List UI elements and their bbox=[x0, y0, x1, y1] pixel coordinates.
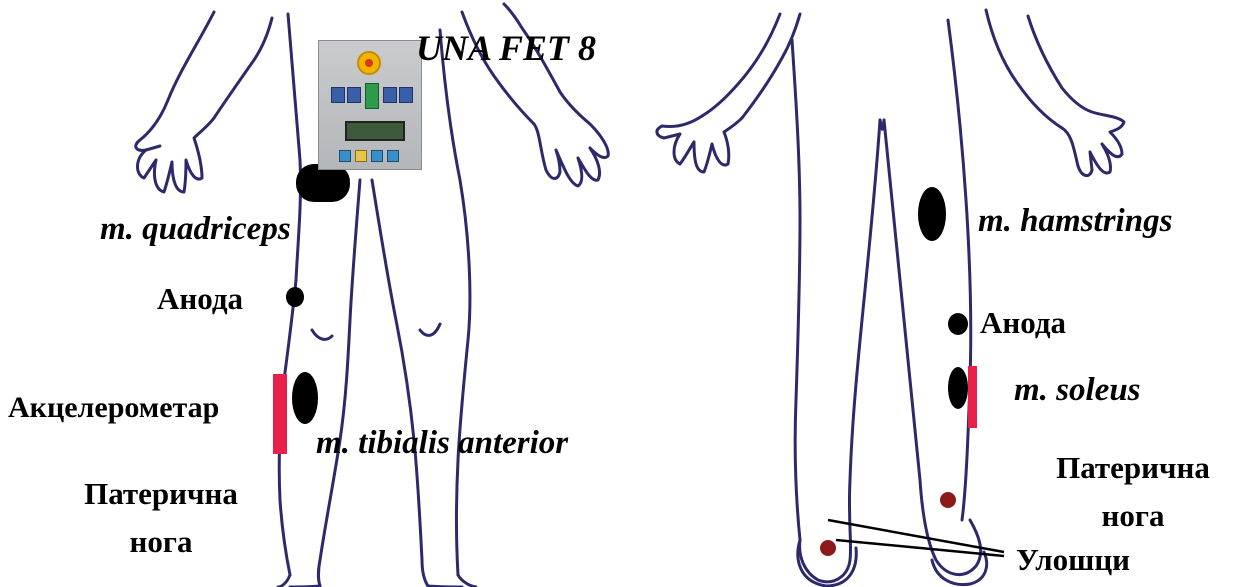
label-device: UNA FET 8 bbox=[416, 30, 596, 66]
back-right-leg-outer bbox=[948, 20, 971, 520]
front-left-arm-inner bbox=[214, 18, 272, 118]
accelerometer-front bbox=[273, 374, 287, 454]
label-anode-right: Анода bbox=[980, 307, 1066, 338]
front-left-leg-inner bbox=[319, 180, 361, 586]
back-right-hand bbox=[1062, 88, 1124, 176]
device-keypad-icon bbox=[331, 87, 411, 107]
label-insoles: Улошци bbox=[1016, 544, 1130, 575]
front-right-leg-inner bbox=[372, 180, 428, 586]
electrode-tibialis bbox=[292, 372, 318, 424]
device-knob-icon bbox=[357, 51, 381, 75]
electrode-anode-right bbox=[948, 313, 968, 335]
electrode-soleus bbox=[948, 367, 968, 409]
accelerometer-back bbox=[968, 366, 977, 428]
label-paretic-left-line1: Патерична bbox=[56, 470, 266, 518]
front-right-foot bbox=[428, 575, 476, 587]
label-tibialis: m. tibialis anterior bbox=[316, 427, 568, 460]
back-left-leg-outer bbox=[792, 40, 800, 540]
label-anode-left: Анода bbox=[157, 283, 243, 314]
label-paretic-left-line2: нога bbox=[56, 518, 266, 566]
back-left-arm bbox=[702, 14, 780, 116]
electrode-hamstrings bbox=[918, 187, 946, 241]
front-right-leg-outer bbox=[440, 30, 470, 575]
back-right-leg-inner bbox=[884, 120, 920, 480]
label-paretic-left: Патерична нога bbox=[56, 470, 266, 566]
label-quadriceps: m. quadriceps bbox=[100, 213, 291, 246]
back-right-foot-bottom bbox=[932, 552, 987, 585]
front-right-hand bbox=[534, 92, 608, 186]
label-accelerometer: Акцелерометар bbox=[8, 393, 219, 423]
front-left-knee bbox=[312, 330, 332, 339]
device-buttons-icon bbox=[339, 149, 409, 161]
device-display-icon bbox=[345, 121, 405, 141]
insole-sensor-left bbox=[820, 540, 836, 556]
back-left-heel-foot bbox=[800, 480, 851, 582]
back-crotch-line bbox=[880, 120, 884, 129]
label-hamstrings: m. hamstrings bbox=[978, 205, 1172, 238]
label-paretic-right: Патерична нога bbox=[1030, 444, 1236, 540]
insole-sensor-right bbox=[940, 492, 956, 508]
back-right-arm-outer bbox=[1028, 16, 1062, 88]
label-paretic-right-line2: нога bbox=[1030, 492, 1236, 540]
electrode-anode-left bbox=[286, 287, 304, 307]
front-right-knee bbox=[420, 324, 440, 335]
front-left-foot bbox=[278, 575, 320, 587]
front-left-hand bbox=[138, 118, 215, 192]
label-soleus: m. soleus bbox=[1014, 374, 1141, 407]
back-left-hand bbox=[657, 116, 742, 172]
label-paretic-right-line1: Патерична bbox=[1030, 444, 1236, 492]
back-left-leg-inner bbox=[850, 120, 880, 480]
stimulator-device-image bbox=[318, 40, 422, 170]
